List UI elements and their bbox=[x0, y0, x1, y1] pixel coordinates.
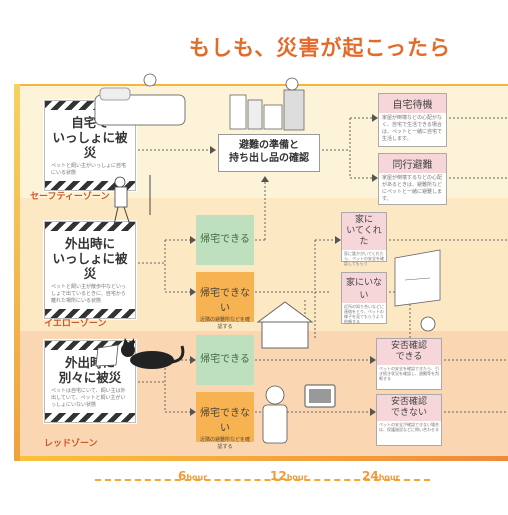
timeline-value: 12 bbox=[270, 469, 287, 483]
return-possible-box-red: 帰宅できる bbox=[196, 335, 254, 385]
safety-ng-box: 安否確認 できない ペットの安全が確認できない場合は、保護施設などに問い合わせる bbox=[376, 394, 442, 446]
timeline-bar bbox=[95, 479, 430, 481]
woman-illustration bbox=[262, 385, 288, 444]
return-impossible-box-red: 帰宅できない 近隣の避難所などを確認する bbox=[196, 392, 254, 450]
scenario-home: 自宅で いっしょに被災 ペットと飼い主がいっしょに自宅にいる状態 bbox=[44, 100, 136, 191]
return-impossible-note: 近隣の避難所などを確認する bbox=[199, 437, 250, 450]
house-illustration bbox=[256, 301, 314, 349]
home-wait-title: 自宅待機 bbox=[379, 94, 446, 113]
safety-ok-box: 安否確認 できる ペットの安全を確認できたら、引き続き状況を確認し、避難等を判断… bbox=[376, 338, 442, 390]
home-wait-note: 家屋が倒壊などの心配がなく、自宅で生活できる場合は、ペットと一緒に自宅で生活しま… bbox=[382, 115, 443, 142]
timeline-value: 6 bbox=[178, 469, 187, 483]
hazard-stripes bbox=[45, 222, 135, 231]
evacuation-box: 同行避難 家屋が倒壊するなどの心配があるときは、避難所などにペットと一緒に避難し… bbox=[378, 153, 447, 205]
room-illustration bbox=[394, 249, 441, 307]
scenario-note: ペットは自宅にいて、飼い主は外出していて、ペットと飼い主がいっしょにいない状態 bbox=[51, 388, 126, 408]
timeline-unit: hour bbox=[378, 473, 400, 482]
return-impossible-note: 近隣の避難所などを確認する bbox=[199, 317, 250, 330]
bottom-border bbox=[20, 456, 508, 461]
family-away-note: 近所の知り合いなどに連絡をとり、ペットの様子を見てもらうよう依頼する bbox=[344, 304, 384, 324]
laptop-illustration bbox=[95, 344, 119, 367]
family-away-title: 家にいない bbox=[342, 273, 386, 303]
evacuation-title: 同行避難 bbox=[379, 154, 446, 173]
hazard-stripes bbox=[45, 413, 135, 422]
scenario-out-separate: 外出時に 別々に被災 ペットは自宅にいて、飼い主は外出していて、ペットと飼い主が… bbox=[44, 340, 136, 423]
family-away-box: 家にいない 近所の知り合いなどに連絡をとり、ペットの様子を見てもらうよう依頼する bbox=[341, 272, 387, 324]
scenario-title: 外出時に いっしょに被災 bbox=[52, 236, 128, 281]
black-cat-illustration bbox=[121, 338, 185, 369]
hazard-stripes bbox=[45, 101, 135, 110]
tv-illustration bbox=[304, 384, 336, 408]
safety-ng-title: 安否確認 できない bbox=[377, 395, 441, 421]
timeline-label-12: 12hour bbox=[270, 469, 308, 483]
safety-ng-note: ペットの安全が確認できない場合は、保護施設などに問い合わせる bbox=[379, 422, 439, 432]
side-border bbox=[14, 84, 20, 461]
safety-ok-note: ペットの安全を確認できたら、引き続き状況を確認し、避難等を判断する bbox=[379, 366, 439, 381]
phone-person-illustration bbox=[420, 316, 436, 332]
timeline-label-6: 6hour bbox=[178, 469, 207, 483]
return-impossible-box: 帰宅できない 近隣の避難所などを確認する bbox=[196, 272, 254, 330]
evacuation-note: 家屋が倒壊するなどの心配があるときは、避難所などにペットと一緒に避難します。 bbox=[382, 175, 443, 202]
safety-ok-title: 安否確認 できる bbox=[377, 339, 441, 365]
supplies-illustration bbox=[229, 77, 305, 131]
bed-illustration bbox=[94, 73, 186, 126]
zone-label-yellow: イエローゾーン bbox=[44, 319, 107, 329]
timeline-unit: hour bbox=[186, 473, 208, 482]
scenario-out-together: 外出時に いっしょに被災 ペットと飼い主が散歩中などいっしょで出ているときに、自… bbox=[44, 221, 136, 319]
hazard-stripes bbox=[45, 181, 135, 190]
zone-label-safety: セーフティーゾーン bbox=[30, 192, 110, 202]
return-possible-box: 帰宅できる bbox=[196, 215, 254, 265]
scenario-note: ペットと飼い主が散歩中などいっしょで出ているときに、自宅から離れた場所にいる状態 bbox=[51, 284, 127, 304]
zone-label-red: レッドゾーン bbox=[44, 439, 98, 449]
prep-check-box: 避難の準備と 持ち出し品の確認 bbox=[218, 134, 320, 172]
family-home-box: 家に いてくれた 家に誰かがいてくれたら、ペットの安全を確認してもらう bbox=[341, 212, 387, 266]
page-title: もしも、災害が起こったら bbox=[189, 36, 451, 60]
timeline-label-24: 24hour bbox=[362, 469, 400, 483]
walking-person-illustration bbox=[113, 175, 151, 226]
timeline-value: 24 bbox=[362, 469, 379, 483]
family-home-note: 家に誰かがいてくれたら、ペットの安全を確認してもらう bbox=[344, 251, 384, 266]
return-impossible-title: 帰宅できない bbox=[196, 392, 254, 434]
hazard-stripes bbox=[45, 341, 135, 350]
hazard-stripes bbox=[45, 309, 135, 318]
scenario-note: ペットと飼い主がいっしょに自宅にいる状態 bbox=[51, 163, 127, 176]
return-impossible-title: 帰宅できない bbox=[196, 272, 254, 314]
family-home-title: 家に いてくれた bbox=[342, 213, 386, 250]
timeline-unit: hour bbox=[286, 473, 308, 482]
home-wait-box: 自宅待機 家屋が倒壊などの心配がなく、自宅で生活できる場合は、ペットと一緒に自宅… bbox=[378, 93, 447, 147]
